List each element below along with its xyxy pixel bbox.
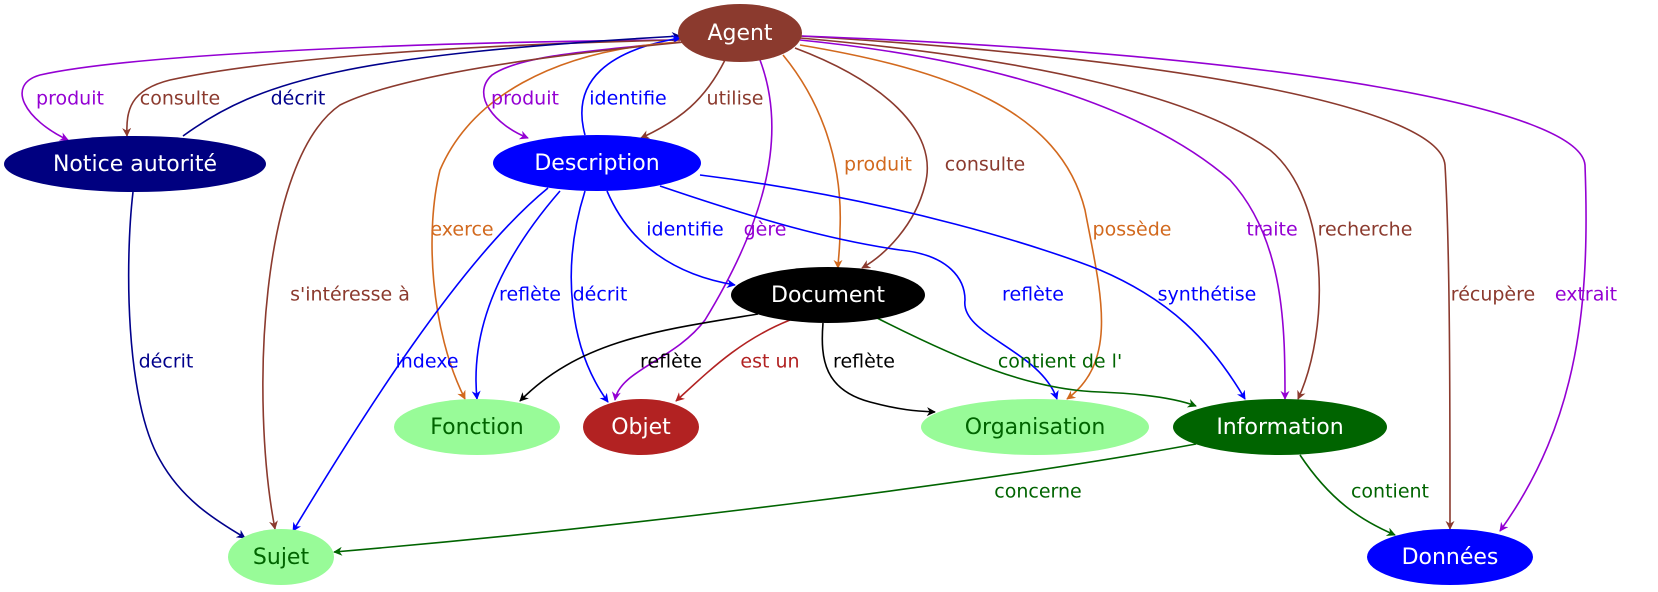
node-sujet: Sujet (228, 529, 334, 585)
edge-information-donnees-contient (1299, 454, 1396, 536)
node-description: Description (493, 135, 701, 191)
node-document: Document (731, 267, 925, 323)
edge-agent-organisation-possede (799, 44, 1103, 400)
edge-label-reflete: reflète (1002, 284, 1064, 306)
edge-label-reflete: reflète (499, 284, 561, 306)
edge-information-sujet-concerne (333, 443, 1197, 556)
edge-label-est-un: est un (740, 351, 799, 373)
edge-agent-sujet-s-interesse-a (262, 41, 686, 530)
edge-agent-objet-gere (611, 59, 773, 401)
edge-agent-notice-consulte (122, 39, 681, 137)
edge-label-indexe: indexe (395, 351, 458, 373)
edge-agent-donnees-extrait (801, 35, 1587, 532)
edge-notice-agent-decrit (182, 31, 681, 137)
edge-label-utilise: utilise (707, 88, 764, 110)
edge-description-fonction-reflete (471, 190, 561, 400)
node-document-ellipse (731, 267, 925, 323)
node-notice: Notice autorité (4, 136, 266, 192)
node-objet-ellipse (583, 399, 699, 455)
node-information-label: Information (1216, 415, 1343, 440)
edge-label-recherche: recherche (1318, 219, 1413, 241)
edge-label-s-interesse-a: s'intéresse à (290, 284, 410, 306)
edge-label-synthetise: synthétise (1158, 284, 1257, 306)
node-fonction: Fonction (394, 399, 560, 455)
node-donnees-label: Données (1402, 545, 1499, 570)
edge-agent-document-produit (782, 54, 843, 269)
node-donnees: Données (1367, 529, 1533, 585)
edge-label-contient-de-l: contient de l' (998, 351, 1122, 373)
edge-agent-information-traite (799, 39, 1290, 400)
edge-agent-description-produit (482, 41, 681, 140)
node-organisation-ellipse (921, 399, 1149, 455)
edge-label-gere: gère (744, 219, 787, 241)
edge-agent-description-utilise (640, 59, 726, 139)
edge-label-exerce: exerce (430, 219, 493, 241)
edge-document-organisation-reflete (821, 322, 936, 417)
edge-label-contient: contient (1351, 481, 1429, 503)
edge-label-decrit: décrit (271, 88, 326, 110)
edge-label-recupere: récupère (1451, 284, 1535, 306)
edge-label-traite: traite (1246, 219, 1297, 241)
node-agent-label: Agent (707, 21, 772, 46)
edge-description-objet-decrit (570, 190, 609, 403)
edge-label-possede: possède (1093, 219, 1172, 241)
edge-agent-donnees-recupere (799, 35, 1455, 530)
edge-label-produit: produit (491, 88, 559, 110)
edge-labels-layer: produit consulte décrit produit identifie uti… (36, 88, 1617, 503)
edge-label-produit: produit (844, 154, 912, 176)
node-fonction-ellipse (394, 399, 560, 455)
node-donnees-ellipse (1367, 529, 1533, 585)
node-description-ellipse (493, 135, 701, 191)
edge-agent-fonction-exerce (431, 41, 681, 400)
edge-agent-notice-produit (21, 39, 681, 141)
edge-description-organisation-reflete (659, 185, 1059, 400)
node-agent: Agent (678, 4, 802, 62)
edge-label-reflete: reflète (640, 351, 702, 373)
node-document-label: Document (771, 283, 885, 308)
node-fonction-label: Fonction (430, 415, 524, 440)
node-notice-ellipse (4, 136, 266, 192)
edge-document-fonction-reflete (519, 313, 759, 402)
node-information-ellipse (1173, 399, 1387, 455)
edge-label-consulte: consulte (945, 154, 1025, 176)
edge-document-objet-est-un (675, 319, 791, 402)
node-objet-label: Objet (611, 415, 671, 440)
node-sujet-ellipse (228, 529, 334, 585)
edge-label-consulte: consulte (140, 88, 220, 110)
node-agent-ellipse (678, 4, 802, 62)
edge-description-document-identifie (606, 190, 736, 289)
edge-agent-information-recherche (799, 37, 1321, 400)
edge-label-reflete: reflète (833, 351, 895, 373)
edge-label-concerne: concerne (994, 481, 1081, 503)
edge-agent-document-consulte (794, 47, 929, 269)
node-information: Information (1173, 399, 1387, 455)
node-organisation: Organisation (921, 399, 1149, 455)
edge-description-sujet-indexe (292, 187, 549, 532)
edge-label-decrit: décrit (139, 351, 194, 373)
edge-label-decrit: décrit (573, 284, 628, 306)
edge-description-agent-identifie (581, 34, 681, 136)
node-organisation-label: Organisation (965, 415, 1106, 440)
node-notice-label: Notice autorité (53, 152, 217, 177)
node-objet: Objet (583, 399, 699, 455)
edge-label-extrait: extrait (1555, 284, 1617, 306)
edge-label-identifie: identifie (589, 88, 666, 110)
node-sujet-label: Sujet (253, 545, 310, 570)
edge-label-produit: produit (36, 88, 104, 110)
edge-description-information-synthetise (699, 174, 1246, 400)
edge-notice-sujet-decrit (127, 191, 246, 539)
edges-layer (21, 31, 1587, 556)
edge-label-identifie: identifie (646, 219, 723, 241)
node-description-label: Description (534, 151, 659, 176)
edge-document-information-contient-de-l (876, 317, 1197, 408)
